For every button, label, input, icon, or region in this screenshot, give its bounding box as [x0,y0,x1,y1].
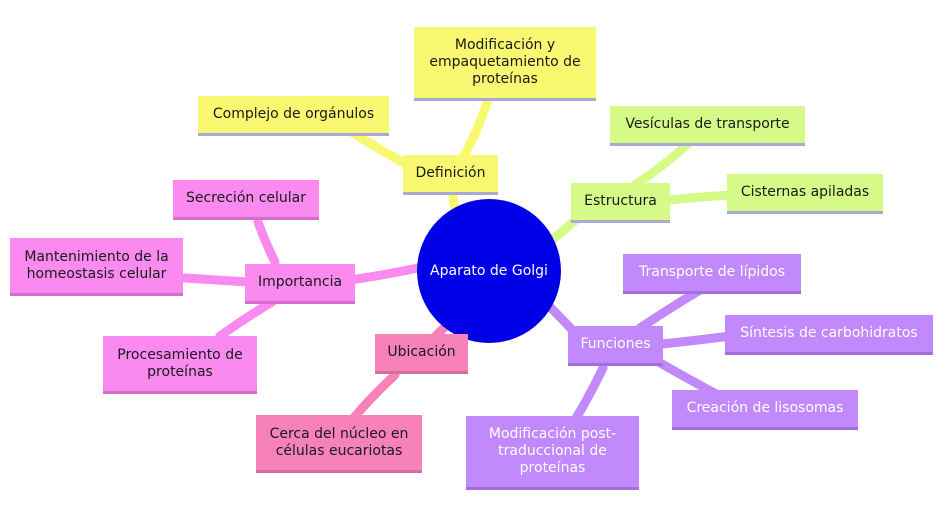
link-ubicacion-cerca [347,370,400,425]
funciones-transporte-de-lipidos: Transporte de lípidos [623,254,801,294]
funciones-sintesis-de-carbohidratos: Síntesis de carbohidratos [725,315,933,355]
estructura-vesiculas-de-transporte: Vesículas de transporte [610,106,805,146]
branch-estructura: Estructura [571,183,670,223]
funciones-creacion-de-lisosomas: Creación de lisosomas [672,390,858,430]
link-estructura-vesiculas [630,137,695,190]
link-estructura-cisternas [663,190,735,205]
center-label: Aparato de Golgi [430,263,548,279]
branch-definicion: Definición [403,155,498,195]
branch-funciones: Funciones [568,326,663,366]
definicion-modificacion-empaquetamiento: Modificación y empaquetamiento de proteí… [414,27,596,101]
branch-importancia: Importancia [245,264,355,304]
funciones-modificacion-post-traduccional: Modificación post-traduccional de proteí… [466,416,639,490]
link-funciones-lipidos [635,285,705,333]
center-node: Aparato de Golgi [417,199,561,343]
link-importancia-mantenimiento [180,273,253,287]
link-definicion-modificacion [457,95,493,165]
estructura-cisternas-apiladas: Cisternas apiladas [727,174,883,214]
ubicacion-cerca-del-nucleo: Cerca del núcleo en células eucariotas [256,415,422,473]
importancia-procesamiento-de-proteinas: Procesamiento de proteínas [103,336,257,394]
importancia-mantenimiento-homeostasis: Mantenimiento de la homeostasis celular [10,238,183,296]
definicion-complejo-de-organulos: Complejo de orgánulos [198,96,389,136]
branch-ubicacion: Ubicación [375,334,468,374]
link-importancia-procesamiento [215,297,277,341]
link-funciones-sintesis [657,331,735,349]
importancia-secrecion-celular: Secreción celular [173,180,319,220]
link-center-importancia [345,263,423,285]
link-funciones-modificacion [570,363,608,425]
link-importancia-secrecion [253,217,280,267]
